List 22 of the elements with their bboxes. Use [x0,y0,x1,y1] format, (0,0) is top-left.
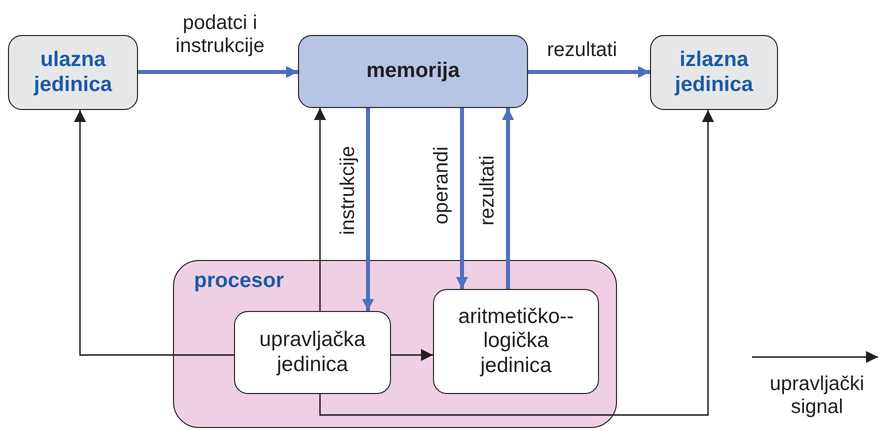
node-label: izlazna jedinica [674,48,754,97]
node-label: aritmetičko--logička jedinica [457,305,575,378]
edge-label: podatci i instrukcije [174,12,266,58]
arrow [138,66,298,78]
node-label: memorija [366,59,460,84]
arrow [528,66,650,78]
container-heading: procesor [194,269,284,294]
arrow [502,108,514,289]
output-unit-box [650,35,778,110]
arrow [319,110,714,416]
arrow [74,110,234,356]
node-label: upravljačka jedinica [258,328,367,377]
arrow [362,108,374,311]
memory-box [298,35,528,108]
processor-container [173,260,617,428]
node-label: ulazna jedinica [32,48,114,97]
arrow [456,108,468,289]
arrow [391,349,433,361]
input-unit-box [8,35,138,110]
control-unit-box [234,311,391,394]
arrow [314,108,326,311]
alu-box [433,289,599,394]
